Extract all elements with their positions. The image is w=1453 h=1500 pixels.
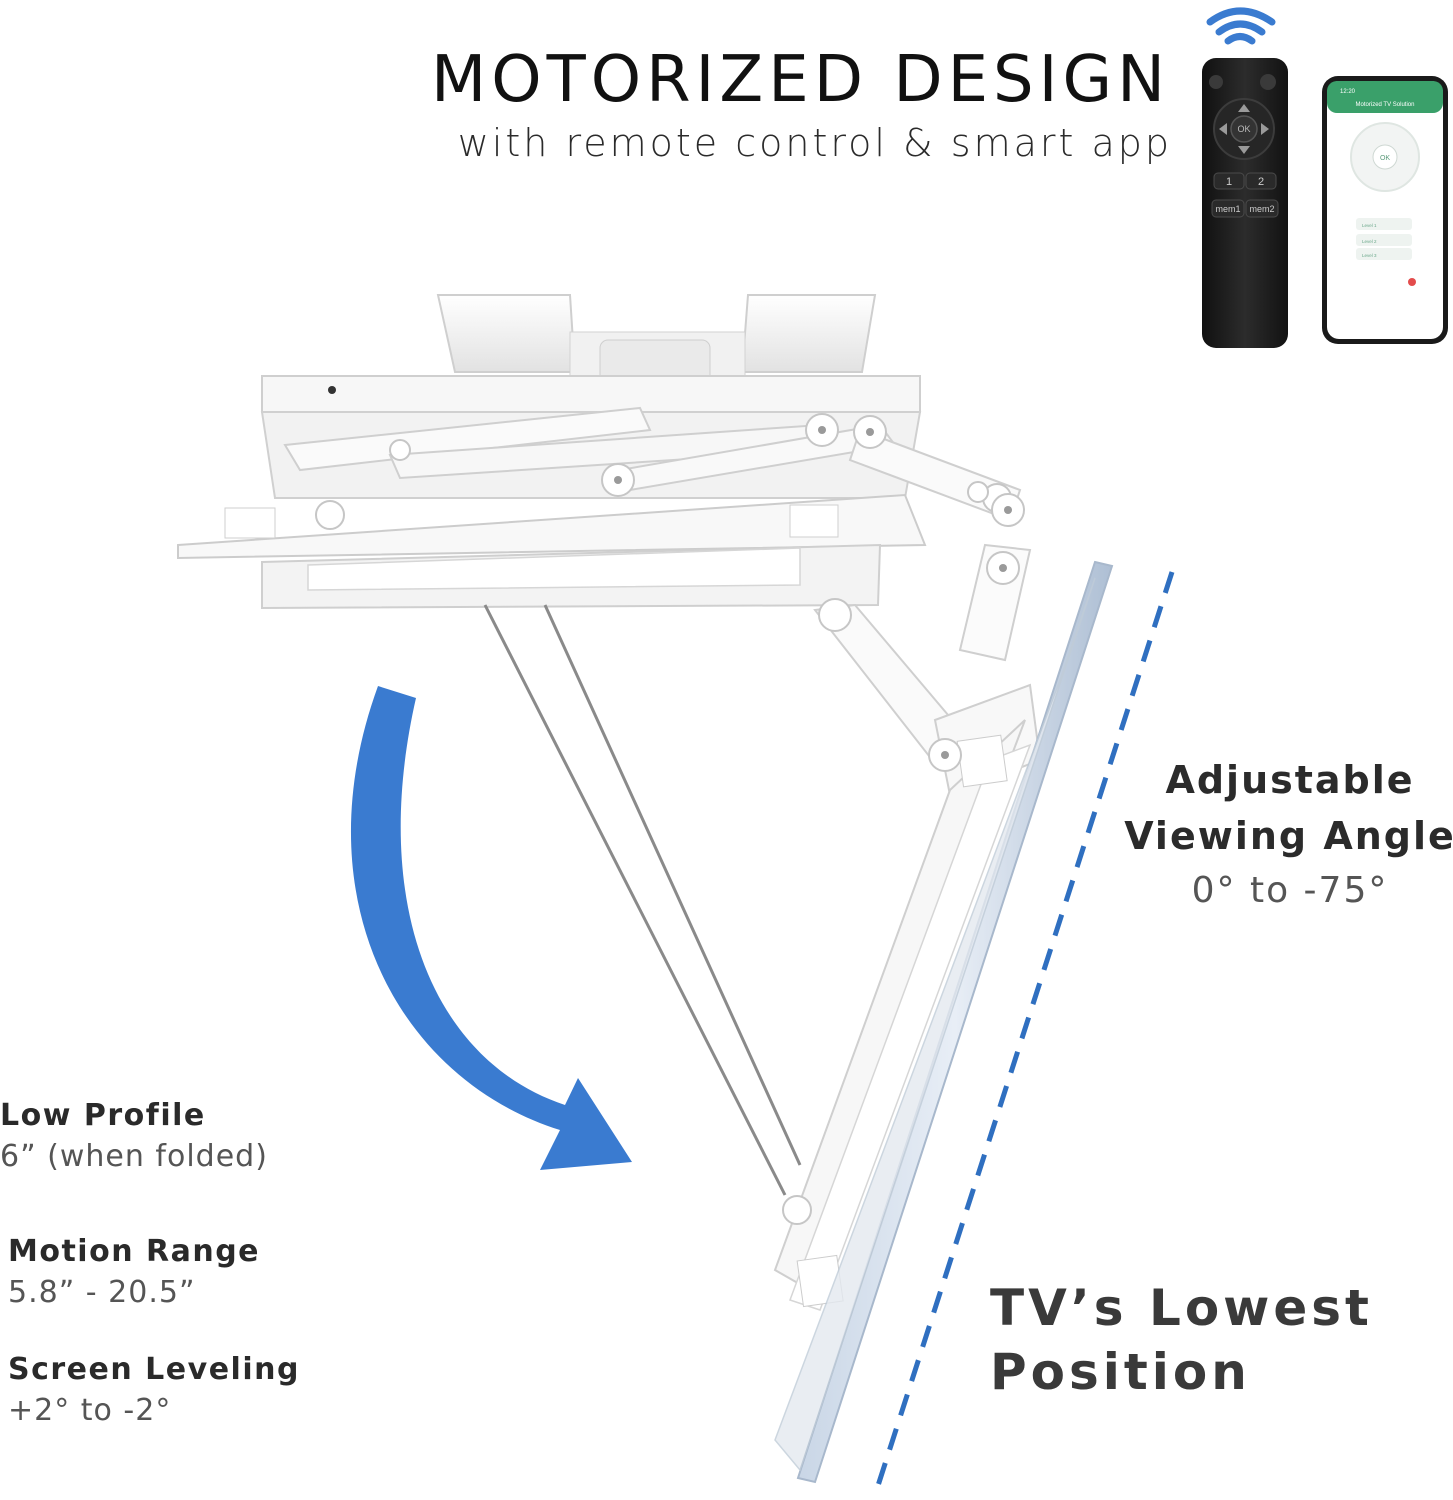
- phone-time: 12:20: [1340, 89, 1356, 95]
- spec-value: 5.8” - 20.5”: [8, 1275, 196, 1310]
- spec-low-profile: Low Profile 6” (when folded): [0, 1098, 268, 1174]
- arrow-down-icon: [1238, 146, 1250, 154]
- support-cables: [483, 604, 802, 1196]
- lowest-position-line2: Position: [990, 1343, 1251, 1401]
- spec-title: Screen Leveling: [8, 1352, 300, 1387]
- spec-title: Motion Range: [8, 1234, 261, 1269]
- phone-ok-label: OK: [1380, 155, 1390, 162]
- main-title: MOTORIZED DESIGN: [431, 43, 1170, 117]
- arrow-up-icon: [1238, 104, 1250, 112]
- remote-button-2: 2: [1258, 176, 1264, 188]
- rotation-arrow-icon: [350, 686, 632, 1170]
- wifi-icon: [1206, 7, 1276, 45]
- phone-row-2: Level 2: [1362, 239, 1377, 244]
- arrow-right-icon: [1261, 123, 1269, 135]
- phone-app-title: Motorized TV Solution: [1356, 102, 1415, 108]
- spec-value: +2° to -2°: [8, 1393, 172, 1428]
- viewing-angle-title-line2: Viewing Angle: [1124, 814, 1453, 858]
- viewing-angle-title-line1: Adjustable: [1165, 758, 1415, 802]
- ceiling-mount: [177, 294, 1025, 610]
- subtitle: with remote control & smart app: [457, 121, 1172, 165]
- remote-control: OK 1 2 mem1 mem2: [1202, 58, 1288, 348]
- lowest-position-line1: TV’s Lowest: [990, 1279, 1373, 1337]
- viewing-angle-callout: Adjustable Viewing Angle 0° to -75°: [1120, 752, 1453, 918]
- lowest-position-dashed-line: [872, 571, 1175, 1496]
- remote-ok-label: OK: [1237, 124, 1250, 134]
- phone-row-1: Level 1: [1362, 223, 1377, 228]
- arrow-left-icon: [1219, 123, 1227, 135]
- remote-button-1: 1: [1226, 176, 1232, 188]
- spec-title: Low Profile: [0, 1098, 206, 1133]
- remote-button-left-icon: [1209, 75, 1223, 89]
- lowest-position-callout: TV’s Lowest Position: [990, 1276, 1430, 1404]
- spec-screen-leveling: Screen Leveling +2° to -2°: [8, 1352, 300, 1428]
- record-dot-icon: [1408, 278, 1416, 286]
- viewing-angle-value: 0° to -75°: [1191, 870, 1389, 911]
- tilt-arm: [773, 543, 1042, 1311]
- spec-motion-range: Motion Range 5.8” - 20.5”: [8, 1234, 260, 1310]
- power-icon: [1260, 74, 1276, 90]
- phone-row-3: Level 3: [1362, 253, 1377, 258]
- remote-mem2: mem2: [1249, 204, 1274, 214]
- spec-value: 6” (when folded): [0, 1139, 268, 1174]
- smartphone: 12:20 Motorized TV Solution OK Level 1 L…: [1322, 76, 1448, 344]
- remote-mem1: mem1: [1215, 204, 1240, 214]
